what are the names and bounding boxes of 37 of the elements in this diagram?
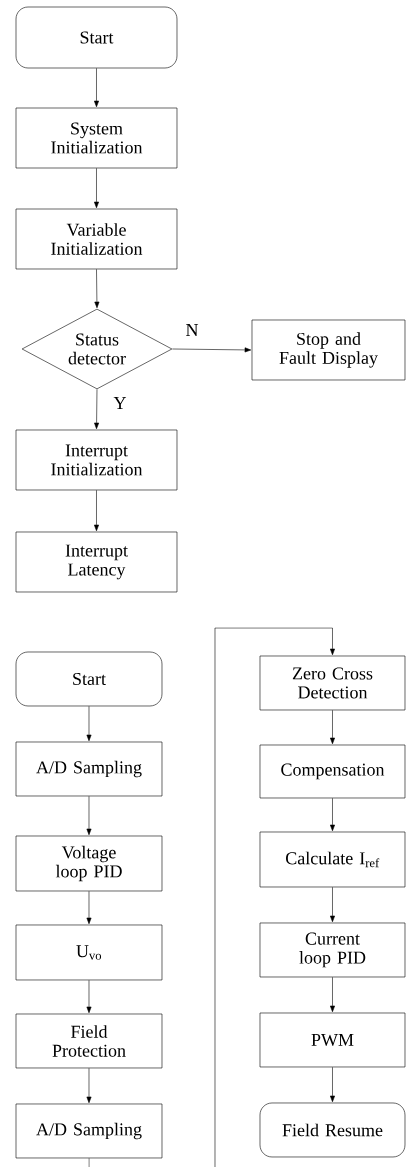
arrow [94, 269, 100, 309]
terminal-box: Start [15, 6, 178, 69]
terminal-box: Field Resume [259, 1102, 406, 1158]
arrow [94, 68, 99, 108]
arrow [94, 168, 99, 209]
process-box: A/D Sampling [15, 741, 163, 797]
process-box: Interrupt Latency [15, 531, 178, 593]
arrow [86, 980, 92, 1014]
process-box: U$_{vo}$ [15, 924, 163, 981]
arrow [94, 389, 100, 430]
arrow [330, 977, 335, 1013]
arrow [86, 891, 92, 925]
arrow [330, 887, 335, 923]
arrow [86, 1068, 92, 1104]
arrow [172, 347, 252, 353]
process-box: Variable Initialization [15, 208, 178, 270]
process-box: Calculate I$_{ref}$ [259, 831, 406, 888]
arrow [330, 798, 335, 832]
process-box: PWM [259, 1012, 406, 1068]
process-box: System Initialization [15, 107, 178, 169]
arrow [94, 490, 99, 532]
process-box: Current loop PID [259, 922, 406, 978]
process-box: Interrupt Initialization [15, 429, 178, 491]
arrow [86, 706, 92, 742]
arrow [330, 710, 335, 745]
arrow [330, 1067, 335, 1103]
arrow [86, 796, 92, 836]
terminal-box: Start [15, 651, 163, 707]
process-box: Zero Cross Detection [259, 655, 406, 711]
process-box: Compensation [259, 744, 406, 799]
edge-label: N [184, 323, 200, 337]
edge-label: Y [112, 396, 128, 410]
process-box: Stop and Fault Display [251, 319, 406, 381]
arrow [88, 627, 335, 1167]
process-box: A/D Sampling [15, 1103, 163, 1159]
process-box: Field Protection [15, 1013, 163, 1069]
process-box: Voltage loop PID [15, 835, 163, 892]
